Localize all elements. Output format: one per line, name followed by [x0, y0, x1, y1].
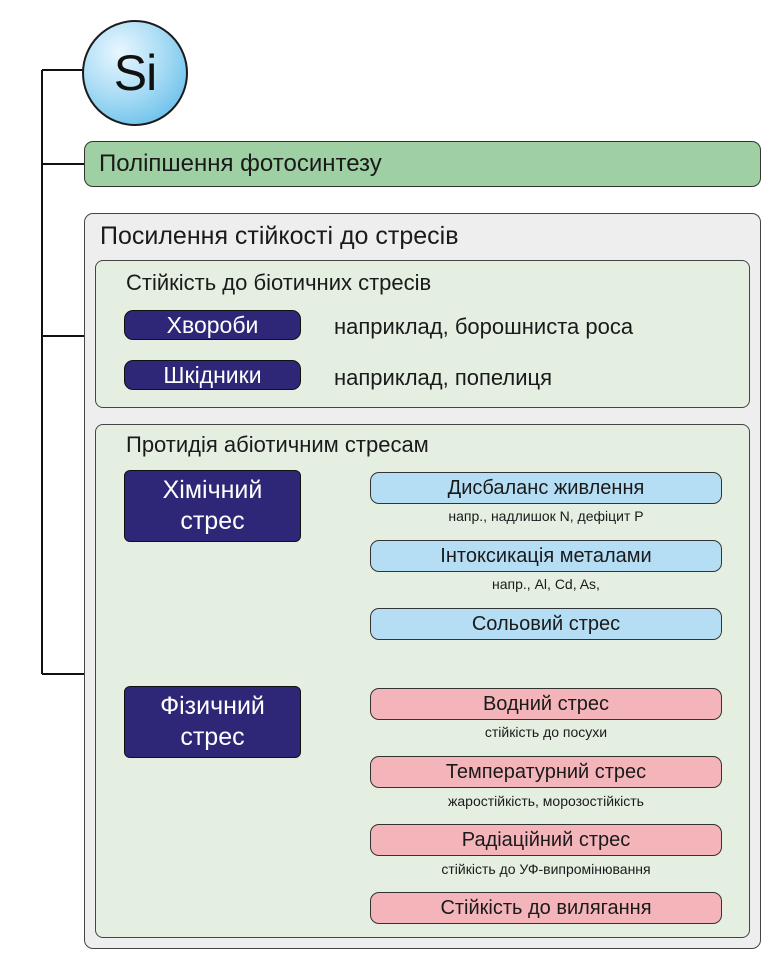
diseases-pill: Хвороби — [124, 310, 301, 340]
metal-toxicity-note: напр., Al, Cd, As, — [492, 576, 600, 592]
physical-stress-box: Фізичний стрес — [124, 686, 301, 758]
temperature-stress-box: Температурний стрес — [370, 756, 722, 788]
water-stress-note: стійкість до посухи — [484, 724, 608, 740]
radiation-stress-box: Радіаційний стрес — [370, 824, 722, 856]
biotic-stress-title: Стійкість до біотичних стресів — [126, 270, 432, 295]
nutrient-imbalance-note: напр., надлишок N, дефіцит P — [448, 508, 644, 524]
si-symbol: Si — [113, 45, 157, 101]
temperature-stress-note: жаростійкість, морозостійкість — [448, 793, 644, 809]
radiation-stress-note: стійкість до УФ-випромінювання — [441, 861, 651, 877]
lodging-resistance-box: Стійкість до вилягання — [370, 892, 722, 924]
physical-stress-line2: стрес — [180, 723, 245, 751]
si-element-circle: Si — [82, 20, 188, 126]
pests-example: наприклад, попелиця — [334, 365, 553, 390]
nutrient-imbalance-box: Дисбаланс живлення — [370, 472, 722, 504]
stress-resistance-title: Посилення стійкості до стресів — [100, 222, 459, 250]
photosynthesis-bar: Поліпшення фотосинтезу — [84, 141, 761, 187]
chemical-stress-line2: стрес — [180, 507, 245, 535]
pests-pill: Шкідники — [124, 360, 301, 390]
chemical-stress-box: Хімічний стрес — [124, 470, 301, 542]
physical-stress-line1: Фізичний — [160, 692, 265, 720]
diseases-example: наприклад, борошниста роса — [334, 314, 634, 339]
metal-toxicity-box: Інтоксикація металами — [370, 540, 722, 572]
abiotic-stress-title: Протидія абіотичним стресам — [126, 432, 429, 457]
salt-stress-box: Сольовий стрес — [370, 608, 722, 640]
chemical-stress-line1: Хімічний — [162, 476, 263, 504]
water-stress-box: Водний стрес — [370, 688, 722, 720]
